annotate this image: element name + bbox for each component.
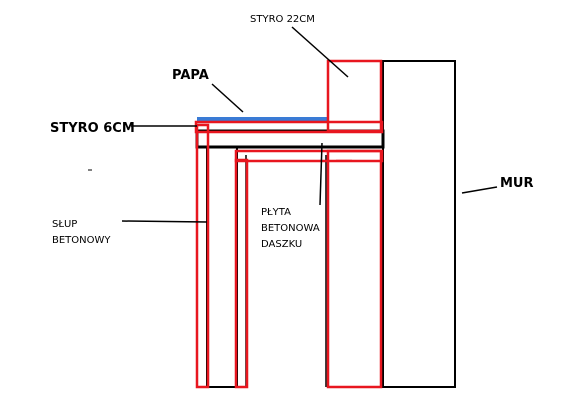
label-plyta-line2: BETONOWA bbox=[261, 223, 320, 234]
label-plyta-line1: PŁYTA bbox=[261, 207, 291, 218]
label-slup-line2: BETONOWY bbox=[52, 235, 111, 246]
leader-plyta bbox=[319, 142, 323, 206]
leader-papa bbox=[211, 83, 244, 113]
masonry-wall bbox=[382, 60, 456, 388]
label-papa: PAPA bbox=[172, 68, 209, 83]
label-mur: MUR bbox=[500, 176, 534, 191]
roofing-felt bbox=[197, 117, 327, 122]
leader-slup bbox=[121, 220, 208, 223]
leader-styro-22cm bbox=[291, 26, 349, 78]
label-styro-6cm: STYRO 6CM bbox=[50, 121, 135, 136]
insulation-wall-face bbox=[326, 149, 383, 389]
leader-mur bbox=[461, 186, 498, 194]
label-styro-22cm: STYRO 22CM bbox=[250, 14, 315, 25]
label-slup-line1: SŁUP bbox=[52, 219, 77, 230]
insulation-column-left bbox=[195, 123, 210, 389]
label-plyta-line3: DASZKU bbox=[261, 239, 302, 250]
